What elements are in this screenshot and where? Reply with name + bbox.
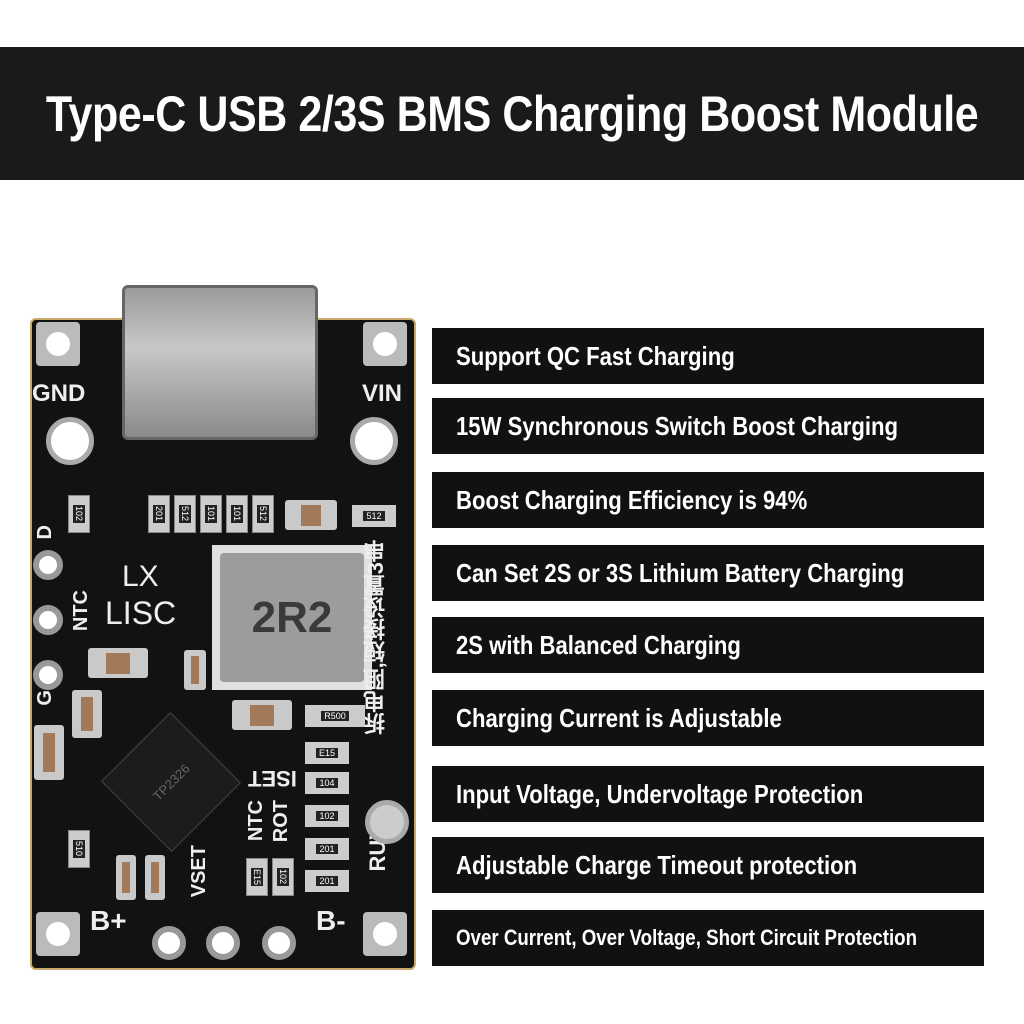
label-gnd: GND [32,380,86,407]
resistor: 512 [252,495,274,533]
resistor: R500 [305,705,365,727]
feature-item: Support QC Fast Charging [432,328,984,384]
title: Type-C USB 2/3S BMS Charging Boost Modul… [45,85,979,142]
capacitor [116,855,136,900]
feature-item: Over Current, Over Voltage, Short Circui… [432,910,984,966]
feature-item: Adjustable Charge Timeout protection [432,837,984,893]
pin-g [33,660,63,690]
resistor: 104 [305,772,349,794]
capacitor [72,690,102,738]
capacitor [34,725,64,780]
usb-c-connector [122,285,318,440]
feature-item: Can Set 2S or 3S Lithium Battery Chargin… [432,545,984,601]
resistor: E15 [305,742,349,764]
label-iset: ISET [248,766,297,791]
label-lx: LX [122,560,159,593]
pin-d [33,550,63,580]
resistor: 102 [272,858,294,896]
capacitor [145,855,165,900]
resistor: 510 [68,830,90,868]
label-g: G [34,690,56,706]
label-d: D [34,525,56,540]
capacitor [88,648,148,678]
resistor: 512 [352,505,396,527]
label-rot: ROT [270,800,292,843]
pin [152,926,186,960]
label-vin: VIN [362,380,403,407]
capacitor [285,500,337,530]
pad [36,322,80,366]
pin-ntc [33,605,63,635]
feature-item: Charging Current is Adjustable [432,690,984,746]
label-lisc: LISC [105,595,177,631]
pad [363,322,407,366]
pad [363,912,407,956]
hole-vin [350,417,398,465]
resistor: 102 [68,495,90,533]
feature-item: Boost Charging Efficiency is 94% [432,472,984,528]
label-ntc2: NTC [245,800,267,842]
label-ntc: NTC [70,590,92,632]
resistor: 102 [305,805,349,827]
resistor: 101 [226,495,248,533]
label-vset: VSET [188,845,210,898]
resistor: 201 [305,870,349,892]
label-bminus: B- [316,905,346,936]
pin [262,926,296,960]
resistor: E15 [246,858,268,896]
resistor: 201 [305,838,349,860]
inductor: 2R2 [212,545,372,690]
pin [206,926,240,960]
screw-pot [365,800,409,844]
inductor-label: 2R2 [220,553,364,682]
resistor: 101 [200,495,222,533]
label-bplus: B+ [90,905,127,936]
title-banner: Type-C USB 2/3S BMS Charging Boost Modul… [0,47,1024,180]
feature-item: 2S with Balanced Charging [432,617,984,673]
pad [36,912,80,956]
capacitor [184,650,206,690]
resistor: 512 [174,495,196,533]
feature-item: 15W Synchronous Switch Boost Charging [432,398,984,454]
capacitor [232,700,292,730]
resistor: 201 [148,495,170,533]
hole-gnd [46,417,94,465]
feature-item: Input Voltage, Undervoltage Protection [432,766,984,822]
